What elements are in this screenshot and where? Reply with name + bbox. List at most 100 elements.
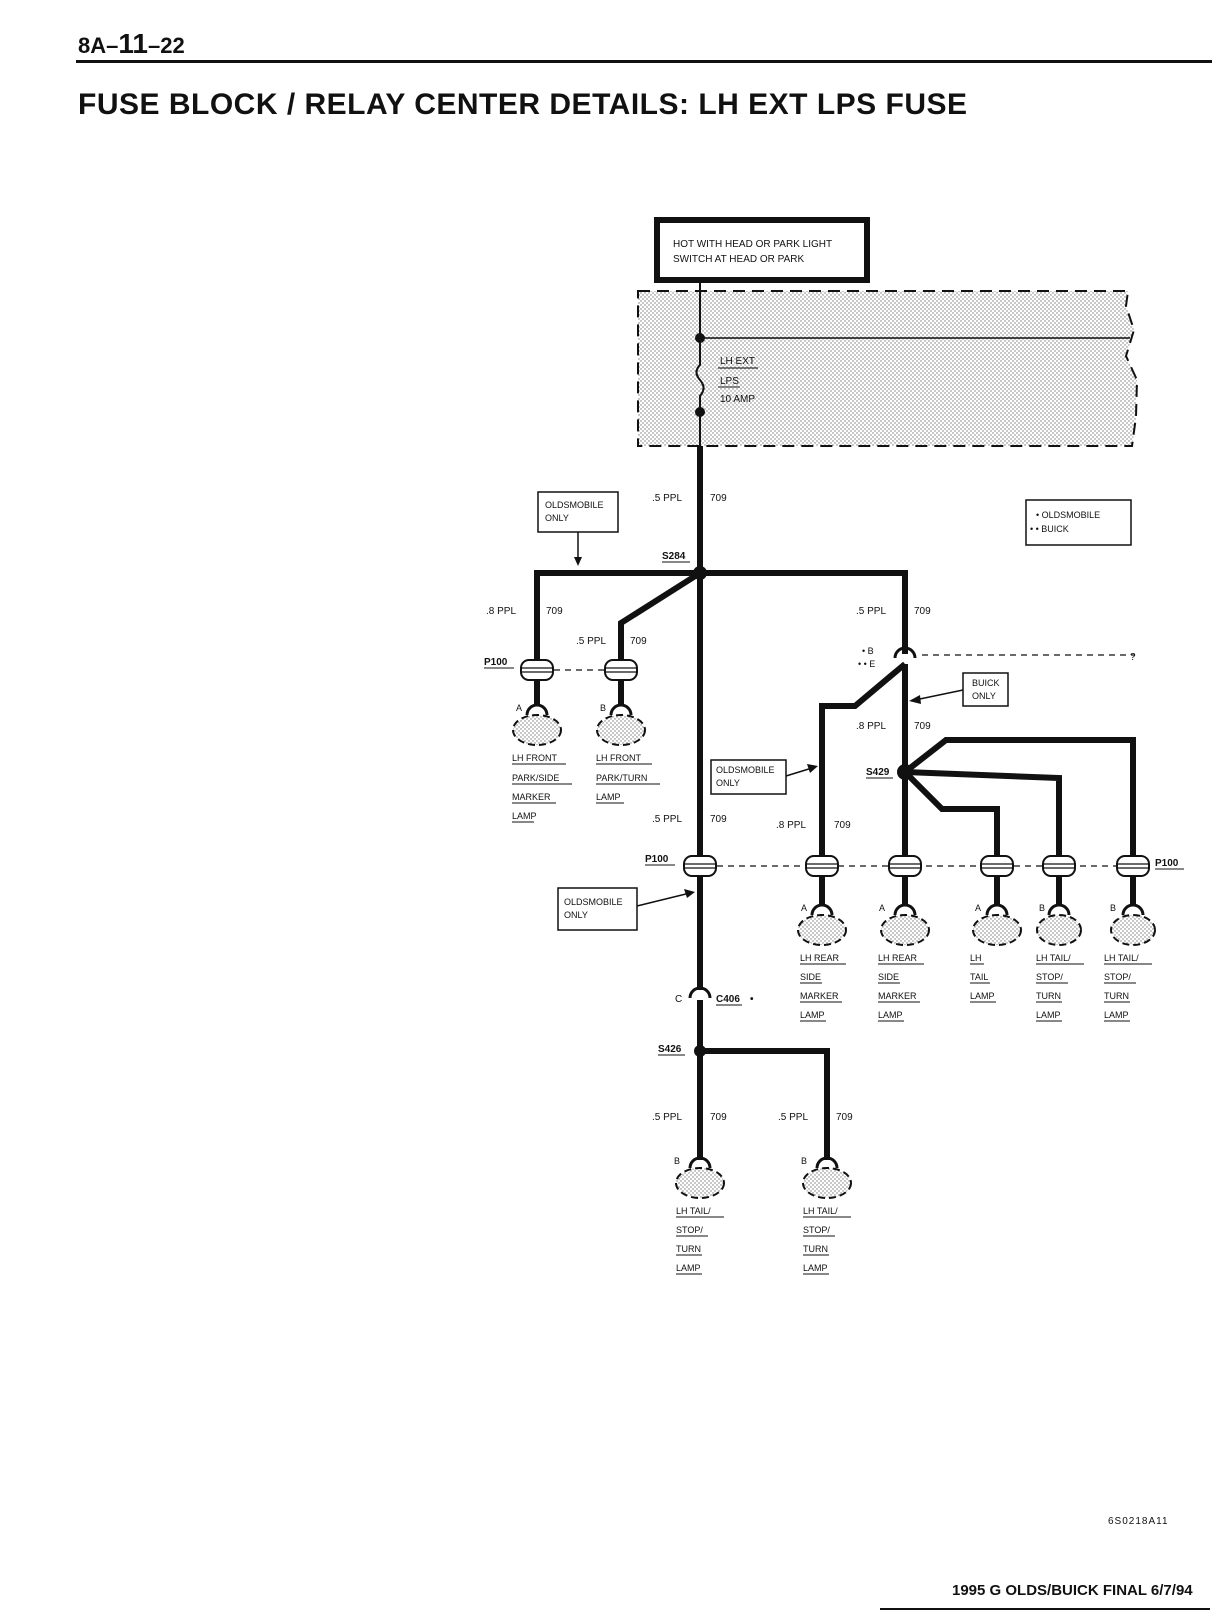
- svg-text:OLDSMOBILE: OLDSMOBILE: [564, 897, 623, 907]
- svg-text:SIDE: SIDE: [878, 972, 899, 982]
- svg-text:LH TAIL/: LH TAIL/: [803, 1206, 838, 1216]
- fuse-block: [637, 290, 1139, 447]
- connector-be: [893, 646, 917, 659]
- wire-circuit-trunk-mid: 709: [710, 814, 727, 825]
- p100-label-mid: P100: [645, 854, 669, 865]
- svg-text:OLDSMOBILE: OLDSMOBILE: [545, 500, 604, 510]
- svg-text:TURN: TURN: [1036, 991, 1061, 1001]
- lamp-rear-side-marker-1: A LH REAR SIDE MARKER LAMP: [797, 903, 847, 1020]
- svg-text:LAMP: LAMP: [800, 1010, 825, 1020]
- wire-circuit-left-a: 709: [546, 606, 563, 617]
- wire-gauge-olds-rear: .8 PPL: [776, 820, 806, 831]
- splice-s429: [897, 764, 913, 780]
- lamp-bottom-stop-turn-1: B LH TAIL/ STOP/ TURN LAMP: [674, 1156, 725, 1273]
- splice-label-s429: S429: [866, 767, 890, 778]
- lamp-stop-turn-1: B LH TAIL/ STOP/ TURN LAMP: [1036, 903, 1082, 1020]
- lamp-tail: A LH TAIL LAMP: [970, 903, 1022, 1001]
- svg-text:LAMP: LAMP: [1036, 1010, 1061, 1020]
- pin-label-e: • • E: [858, 659, 875, 669]
- note-buick: BUICK ONLY: [909, 672, 1009, 707]
- svg-text:TAIL: TAIL: [970, 972, 988, 982]
- wire-gauge-trunk-mid: .5 PPL: [652, 814, 682, 825]
- footer-rule: [880, 1608, 1210, 1610]
- fuse-label-3: 10 AMP: [720, 394, 755, 405]
- svg-text:B: B: [1039, 903, 1045, 913]
- svg-text:TURN: TURN: [676, 1244, 701, 1254]
- wire-gauge-bottom-left: .5 PPL: [652, 1112, 682, 1123]
- svg-text:ONLY: ONLY: [564, 910, 588, 920]
- svg-text:TURN: TURN: [803, 1244, 828, 1254]
- splice-s426: [694, 1045, 706, 1057]
- lamp-front-side-marker: A LH FRONT PARK/SIDE MARKER LAMP: [512, 703, 562, 821]
- svg-text:B: B: [600, 703, 606, 713]
- svg-text:A: A: [801, 903, 807, 913]
- svg-text:B: B: [801, 1156, 807, 1166]
- svg-text:ONLY: ONLY: [716, 778, 740, 788]
- splice-label-s284: S284: [662, 551, 686, 562]
- svg-text:SWITCH AT HEAD OR PARK: SWITCH AT HEAD OR PARK: [673, 254, 804, 265]
- svg-text:ONLY: ONLY: [545, 513, 569, 523]
- note-olds-top: OLDSMOBILE ONLY: [537, 491, 619, 566]
- svg-text:LAMP: LAMP: [596, 792, 621, 802]
- svg-text:OLDSMOBILE: OLDSMOBILE: [716, 765, 775, 775]
- svg-text:LH FRONT: LH FRONT: [596, 753, 642, 763]
- wire-circuit-olds-rear: 709: [834, 820, 851, 831]
- note-olds-low: OLDSMOBILE ONLY: [557, 887, 695, 931]
- wire-circuit-bottom-right: 709: [836, 1112, 853, 1123]
- power-source-box: HOT WITH HEAD OR PARK LIGHT SWITCH AT HE…: [654, 217, 870, 283]
- svg-text:LH: LH: [970, 953, 982, 963]
- connector-dashes: [554, 654, 1135, 867]
- p100-label-left: P100: [484, 657, 508, 668]
- svg-text:LAMP: LAMP: [970, 991, 995, 1001]
- wire-circuit-right-lower: 709: [914, 721, 931, 732]
- header-rule: [76, 60, 1212, 63]
- svg-text:• • BUICK: • • BUICK: [1030, 524, 1069, 534]
- figure-id: 6S0218A11: [1108, 1516, 1169, 1527]
- p100-connectors: [520, 659, 1150, 877]
- c406-pin: C: [675, 994, 682, 1005]
- svg-text:MARKER: MARKER: [800, 991, 839, 1001]
- splice-s284: [693, 566, 707, 580]
- legend-box: • OLDSMOBILE • • BUICK: [1025, 499, 1132, 546]
- svg-text:LAMP: LAMP: [803, 1263, 828, 1273]
- svg-text:LAMP: LAMP: [512, 811, 537, 821]
- svg-text:BUICK: BUICK: [972, 678, 1000, 688]
- c406-mark: •: [750, 994, 754, 1005]
- wire-circuit-bottom-left: 709: [710, 1112, 727, 1123]
- svg-text:ONLY: ONLY: [972, 691, 996, 701]
- svg-text:HOT WITH HEAD OR PARK LIGHT: HOT WITH HEAD OR PARK LIGHT: [673, 239, 832, 250]
- page-title: FUSE BLOCK / RELAY CENTER DETAILS: LH EX…: [78, 88, 968, 121]
- svg-text:PARK/TURN: PARK/TURN: [596, 773, 647, 783]
- svg-text:LAMP: LAMP: [878, 1010, 903, 1020]
- svg-text:LH TAIL/: LH TAIL/: [1104, 953, 1139, 963]
- svg-text:MARKER: MARKER: [512, 792, 551, 802]
- svg-text:MARKER: MARKER: [878, 991, 917, 1001]
- svg-text:LH REAR: LH REAR: [800, 953, 840, 963]
- wire-gauge-right-main: .5 PPL: [856, 606, 886, 617]
- c406-label: C406: [716, 994, 740, 1005]
- p100-label-right: P100: [1155, 858, 1179, 869]
- svg-text:SIDE: SIDE: [800, 972, 821, 982]
- svg-text:B: B: [1110, 903, 1116, 913]
- wire-circuit-left-b: 709: [630, 636, 647, 647]
- wire-gauge-left-a: .8 PPL: [486, 606, 516, 617]
- svg-text:A: A: [879, 903, 885, 913]
- fuse-symbol: [695, 280, 705, 446]
- wire-harness: [534, 446, 1136, 1160]
- svg-text:STOP/: STOP/: [1104, 972, 1131, 982]
- lamp-stop-turn-2: B LH TAIL/ STOP/ TURN LAMP: [1104, 903, 1156, 1020]
- connector-c406: [688, 986, 712, 999]
- svg-text:A: A: [516, 703, 522, 713]
- svg-text:LAMP: LAMP: [1104, 1010, 1129, 1020]
- svg-text:LH TAIL/: LH TAIL/: [1036, 953, 1071, 963]
- footer-text: 1995 G OLDS/BUICK FINAL 6/7/94: [952, 1582, 1193, 1599]
- note-olds-mid: OLDSMOBILE ONLY: [710, 759, 818, 795]
- fuse-label-2: LPS: [720, 376, 739, 387]
- wire-circuit-trunk-top: 709: [710, 493, 727, 504]
- wire-gauge-trunk-top: .5 PPL: [652, 493, 682, 504]
- pin-label-b: • B: [862, 646, 874, 656]
- svg-text:LH FRONT: LH FRONT: [512, 753, 558, 763]
- svg-text:STOP/: STOP/: [676, 1225, 703, 1235]
- splice-label-s426: S426: [658, 1044, 682, 1055]
